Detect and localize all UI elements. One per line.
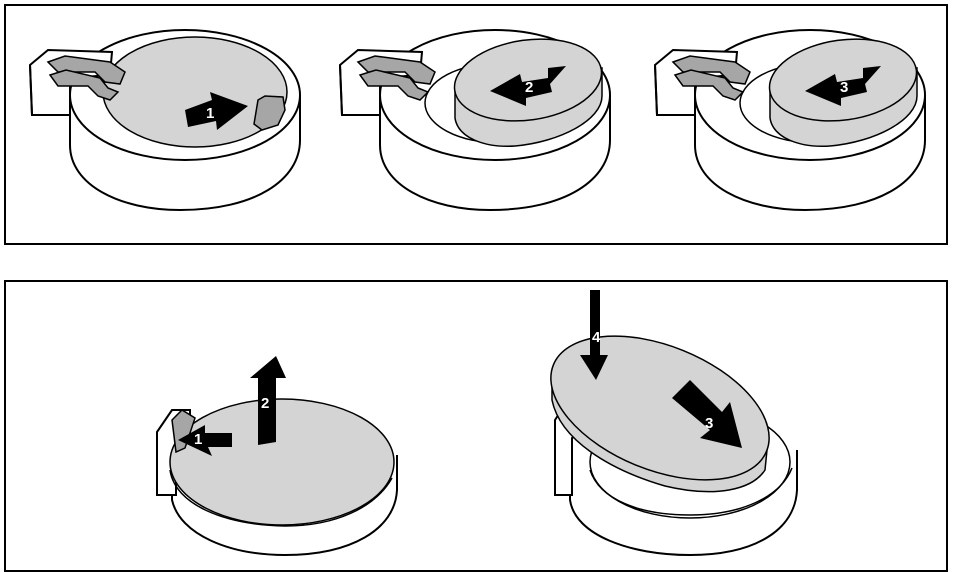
top-figure-3: 3 [655, 30, 925, 210]
step-label-bottom-1: 1 [194, 431, 202, 448]
step-label-top-2: 2 [525, 79, 533, 96]
top-figure-2: 2 [340, 30, 610, 210]
step-label-top-3: 3 [840, 79, 848, 96]
bottom-right-figure: 4 3 [530, 290, 797, 555]
step-label-bottom-2: 2 [261, 395, 269, 412]
top-figure-1: 1 [30, 30, 300, 210]
bottom-left-figure: 1 2 [157, 356, 397, 555]
step-label-bottom-4: 4 [592, 329, 601, 346]
step-label-top-1: 1 [206, 105, 214, 122]
step-label-bottom-3: 3 [705, 415, 713, 432]
